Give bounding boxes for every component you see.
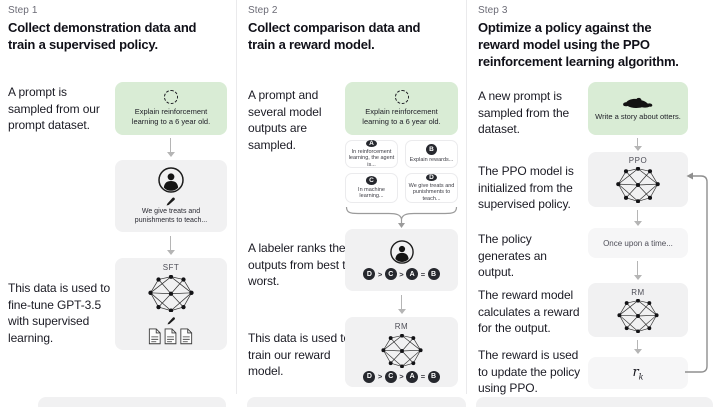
arrow-down-icon	[397, 295, 406, 314]
rank-circle: B	[427, 268, 440, 280]
output-a-text: In reinforcement learning, the agent is.…	[348, 148, 395, 168]
step3-label: Step 3	[478, 5, 508, 16]
prompt-card-text: Write a story about otters.	[595, 111, 681, 121]
generated-output-text: Once upon a time...	[603, 238, 673, 248]
step1-train-text: This data is used to fine-tune GPT-3.5 w…	[8, 281, 111, 345]
step2-heading: Collect comparison data and train a rewa…	[248, 20, 421, 52]
output-c-text: In machine learning...	[358, 186, 385, 200]
pen-icon	[166, 197, 175, 206]
arrow-down-icon	[166, 138, 175, 157]
rank-separator: >	[377, 269, 383, 279]
prompt-card-text: Explain reinforcement learning to a 6 ye…	[362, 107, 441, 126]
reward-symbol: rk	[632, 364, 644, 382]
rm-model-label: RM	[394, 321, 409, 331]
labeler-card-text: We give treats and punishments to teach.…	[134, 207, 208, 224]
step1-sft-card: SFT	[115, 258, 227, 350]
rank-circle: C	[384, 370, 397, 383]
step1-labeler-card: We give treats and punishments to teach.…	[115, 160, 227, 232]
arrow-down-icon	[633, 138, 642, 151]
column-divider	[236, 0, 237, 394]
rank-circle: A	[406, 370, 419, 383]
arrow-down-icon	[166, 236, 175, 255]
labeler-person-icon	[158, 167, 184, 193]
output-d-badge: D	[426, 173, 437, 181]
rm-model-label: RM	[631, 287, 645, 297]
step3-ppo-card: PPO	[588, 152, 688, 207]
step2-prompt-card: Explain reinforcement learning to a 6 ye…	[345, 82, 458, 135]
cropped-card-top	[247, 397, 466, 407]
step3-reward-calc-text: The reward model calculates a reward for…	[478, 288, 580, 336]
sampling-icon	[394, 90, 409, 105]
step3-update-text: The reward is used to update the policy …	[478, 348, 581, 396]
step2-train-text: This data is used to train our reward mo…	[248, 331, 351, 379]
output-c-badge: C	[366, 176, 377, 185]
rank-separator: =	[420, 372, 426, 381]
step2-labeler-card: D > C > A = B	[345, 229, 458, 291]
neural-network-icon	[616, 167, 660, 203]
neural-network-icon	[148, 275, 194, 313]
step3-prompt-card: Write a story about otters.	[588, 82, 688, 135]
rank-circle: D	[363, 268, 376, 280]
step3-init-text: The PPO model is initialized from the su…	[478, 164, 574, 212]
rank-separator: =	[420, 269, 426, 279]
model-output-card-d: D We give treats and punishments to teac…	[405, 173, 458, 203]
arrow-down-icon	[633, 340, 642, 354]
step1-label: Step 1	[8, 5, 38, 16]
step3-prompt-text: A new prompt is sampled from the dataset…	[478, 89, 570, 137]
rank-separator: >	[399, 372, 404, 381]
arrow-down-icon	[633, 210, 642, 226]
column-divider	[466, 0, 467, 394]
otter-icon	[623, 97, 653, 108]
prompt-card-text: Explain reinforcement learning to a 6 ye…	[131, 107, 211, 126]
ranking-row: D > C > A = B	[363, 370, 440, 383]
model-output-card-c: C In machine learning...	[345, 173, 398, 203]
step3-output-text: The policy generates an output.	[478, 232, 547, 280]
rank-separator: >	[377, 372, 383, 381]
step2-prompt-text: A prompt and several model outputs are s…	[248, 88, 322, 152]
step3-reward-card: rk	[588, 357, 688, 389]
rank-circle: C	[384, 268, 397, 280]
neural-network-icon	[380, 333, 423, 368]
step2-label: Step 2	[248, 5, 278, 16]
labeler-person-icon	[389, 240, 414, 264]
step3-heading: Optimize a policy against the reward mod…	[478, 20, 679, 69]
model-output-card-a: A In reinforcement learning, the agent i…	[345, 139, 398, 168]
model-output-card-b: B Explain rewards...	[405, 140, 458, 168]
output-b-badge: B	[426, 144, 437, 156]
rank-separator: >	[399, 269, 404, 279]
step1-prompt-card: Explain reinforcement learning to a 6 ye…	[115, 82, 227, 135]
step1-heading: Collect demonstration data and train a s…	[8, 20, 197, 52]
pen-icon	[166, 317, 175, 325]
rank-circle: B	[427, 370, 440, 383]
step2-rank-text: A labeler ranks the outputs from best to…	[248, 241, 353, 289]
sampling-icon	[164, 90, 178, 105]
cropped-card-top	[38, 397, 226, 407]
step3-rm-card: RM	[588, 283, 688, 337]
neural-network-icon	[617, 298, 659, 333]
rank-circle: A	[406, 268, 419, 280]
loop-arrow-icon	[685, 172, 708, 373]
ranking-row: D > C > A = B	[363, 268, 440, 280]
sft-model-label: SFT	[162, 263, 180, 272]
arrow-down-icon	[633, 261, 642, 280]
ppo-model-label: PPO	[628, 156, 648, 165]
step2-rm-card: RM D > C > A = B	[345, 317, 458, 387]
step3-generated-output-card: Once upon a time...	[588, 228, 688, 258]
rank-circle: D	[363, 370, 376, 383]
output-a-badge: A	[366, 139, 377, 147]
brace-icon	[345, 206, 458, 228]
documents-icon	[148, 328, 193, 345]
cropped-card-top	[476, 397, 713, 407]
output-d-text: We give treats and punishments to teach.…	[408, 182, 455, 202]
step1-prompt-text: A prompt is sampled from our prompt data…	[8, 85, 100, 133]
output-b-text: Explain rewards...	[409, 157, 454, 164]
